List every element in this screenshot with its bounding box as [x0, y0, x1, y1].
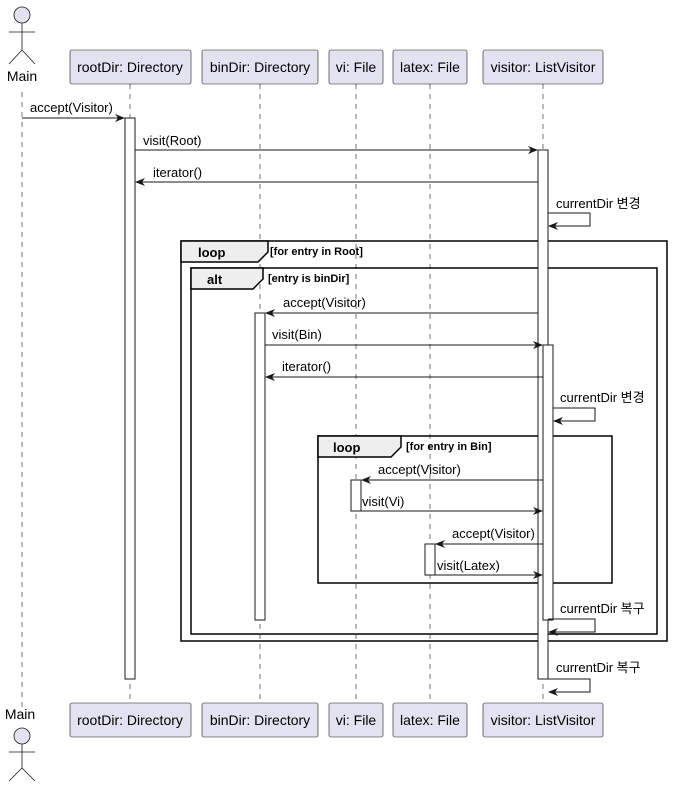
message-13-label: currentDir 복구 [560, 601, 645, 616]
outer-loop-frame: loop [for entry in Root] [180, 240, 668, 642]
message-9: accept(Visitor) [361, 462, 543, 484]
message-6-label: visit(Bin) [272, 327, 322, 342]
participant-bindir-bottom: binDir: Directory [201, 702, 319, 738]
message-7-label: iterator() [282, 359, 331, 374]
message-1: accept(Visitor) [22, 100, 125, 122]
message-3: iterator() [135, 165, 538, 186]
main-label-bottom: Main [5, 706, 35, 722]
main-actor-icon-bottom [8, 727, 36, 782]
message-9-label: accept(Visitor) [378, 462, 461, 477]
participant-latex-bottom: latex: File [392, 702, 468, 738]
message-10: visit(Vi) [361, 494, 543, 515]
participant-vi-top: vi: File [328, 49, 384, 85]
svg-text:latex: File: latex: File [400, 59, 460, 75]
main-label-top: Main [7, 68, 37, 84]
activation-rootdir [124, 117, 136, 680]
message-6: visit(Bin) [265, 327, 543, 349]
participant-rootdir-bottom: rootDir: Directory [69, 702, 192, 738]
activation-vi [350, 479, 362, 512]
svg-text:latex: File: latex: File [400, 712, 460, 728]
svg-text:rootDir: Directory: rootDir: Directory [77, 59, 183, 75]
svg-text:binDir: Directory: binDir: Directory [210, 59, 310, 75]
message-5-label: accept(Visitor) [283, 295, 366, 310]
activation-latex [424, 543, 436, 576]
message-12-label: visit(Latex) [437, 558, 500, 573]
message-8-self: currentDir 변경 [553, 390, 645, 425]
svg-text:binDir: Directory: binDir: Directory [210, 712, 310, 728]
message-2-label: visit(Root) [143, 133, 202, 148]
message-3-label: iterator() [153, 165, 202, 180]
svg-text:vi: File: vi: File [336, 712, 377, 728]
message-2: visit(Root) [135, 133, 538, 154]
message-13-self: currentDir 복구 [548, 601, 645, 636]
svg-text:visitor: ListVisitor: visitor: ListVisitor [491, 59, 596, 75]
message-11: accept(Visitor) [435, 526, 543, 548]
main-actor-icon-top [8, 6, 36, 65]
message-1-label: accept(Visitor) [30, 100, 113, 115]
participant-bindir-top: binDir: Directory [201, 49, 319, 85]
participant-vi-bottom: vi: File [328, 702, 384, 738]
inner-loop-frame: loop [for entry in Bin] [317, 435, 613, 584]
svg-text:visitor: ListVisitor: visitor: ListVisitor [491, 712, 596, 728]
message-4-self: currentDir 변경 [548, 196, 641, 230]
inner-loop-condition: [for entry in Bin] [406, 441, 492, 453]
alt-condition: [entry is binDir] [268, 273, 350, 285]
message-7: iterator() [265, 359, 543, 381]
message-12: visit(Latex) [435, 558, 543, 579]
alt-keyword: alt [207, 272, 223, 287]
message-8-label: currentDir 변경 [560, 390, 645, 405]
message-11-label: accept(Visitor) [452, 526, 535, 541]
message-4-label: currentDir 변경 [556, 196, 641, 211]
participant-latex-top: latex: File [392, 49, 468, 85]
participant-visitor-bottom: visitor: ListVisitor [482, 702, 604, 738]
message-10-label: visit(Vi) [362, 494, 404, 509]
inner-loop-keyword: loop [333, 440, 360, 455]
participant-visitor-top: visitor: ListVisitor [482, 49, 604, 85]
activation-bindir [254, 312, 266, 621]
svg-text:vi: File: vi: File [336, 59, 377, 75]
activation-visitor-2 [542, 344, 554, 621]
participant-rootdir-top: rootDir: Directory [69, 49, 192, 85]
message-5: accept(Visitor) [265, 295, 538, 317]
outer-loop-keyword: loop [198, 245, 225, 260]
outer-loop-condition: [for entry in Root] [270, 246, 363, 258]
alt-frame: alt [entry is binDir] [190, 267, 658, 635]
message-14-self: currentDir 복구 [548, 660, 641, 696]
svg-text:rootDir: Directory: rootDir: Directory [77, 712, 183, 728]
message-14-label: currentDir 복구 [556, 660, 641, 675]
